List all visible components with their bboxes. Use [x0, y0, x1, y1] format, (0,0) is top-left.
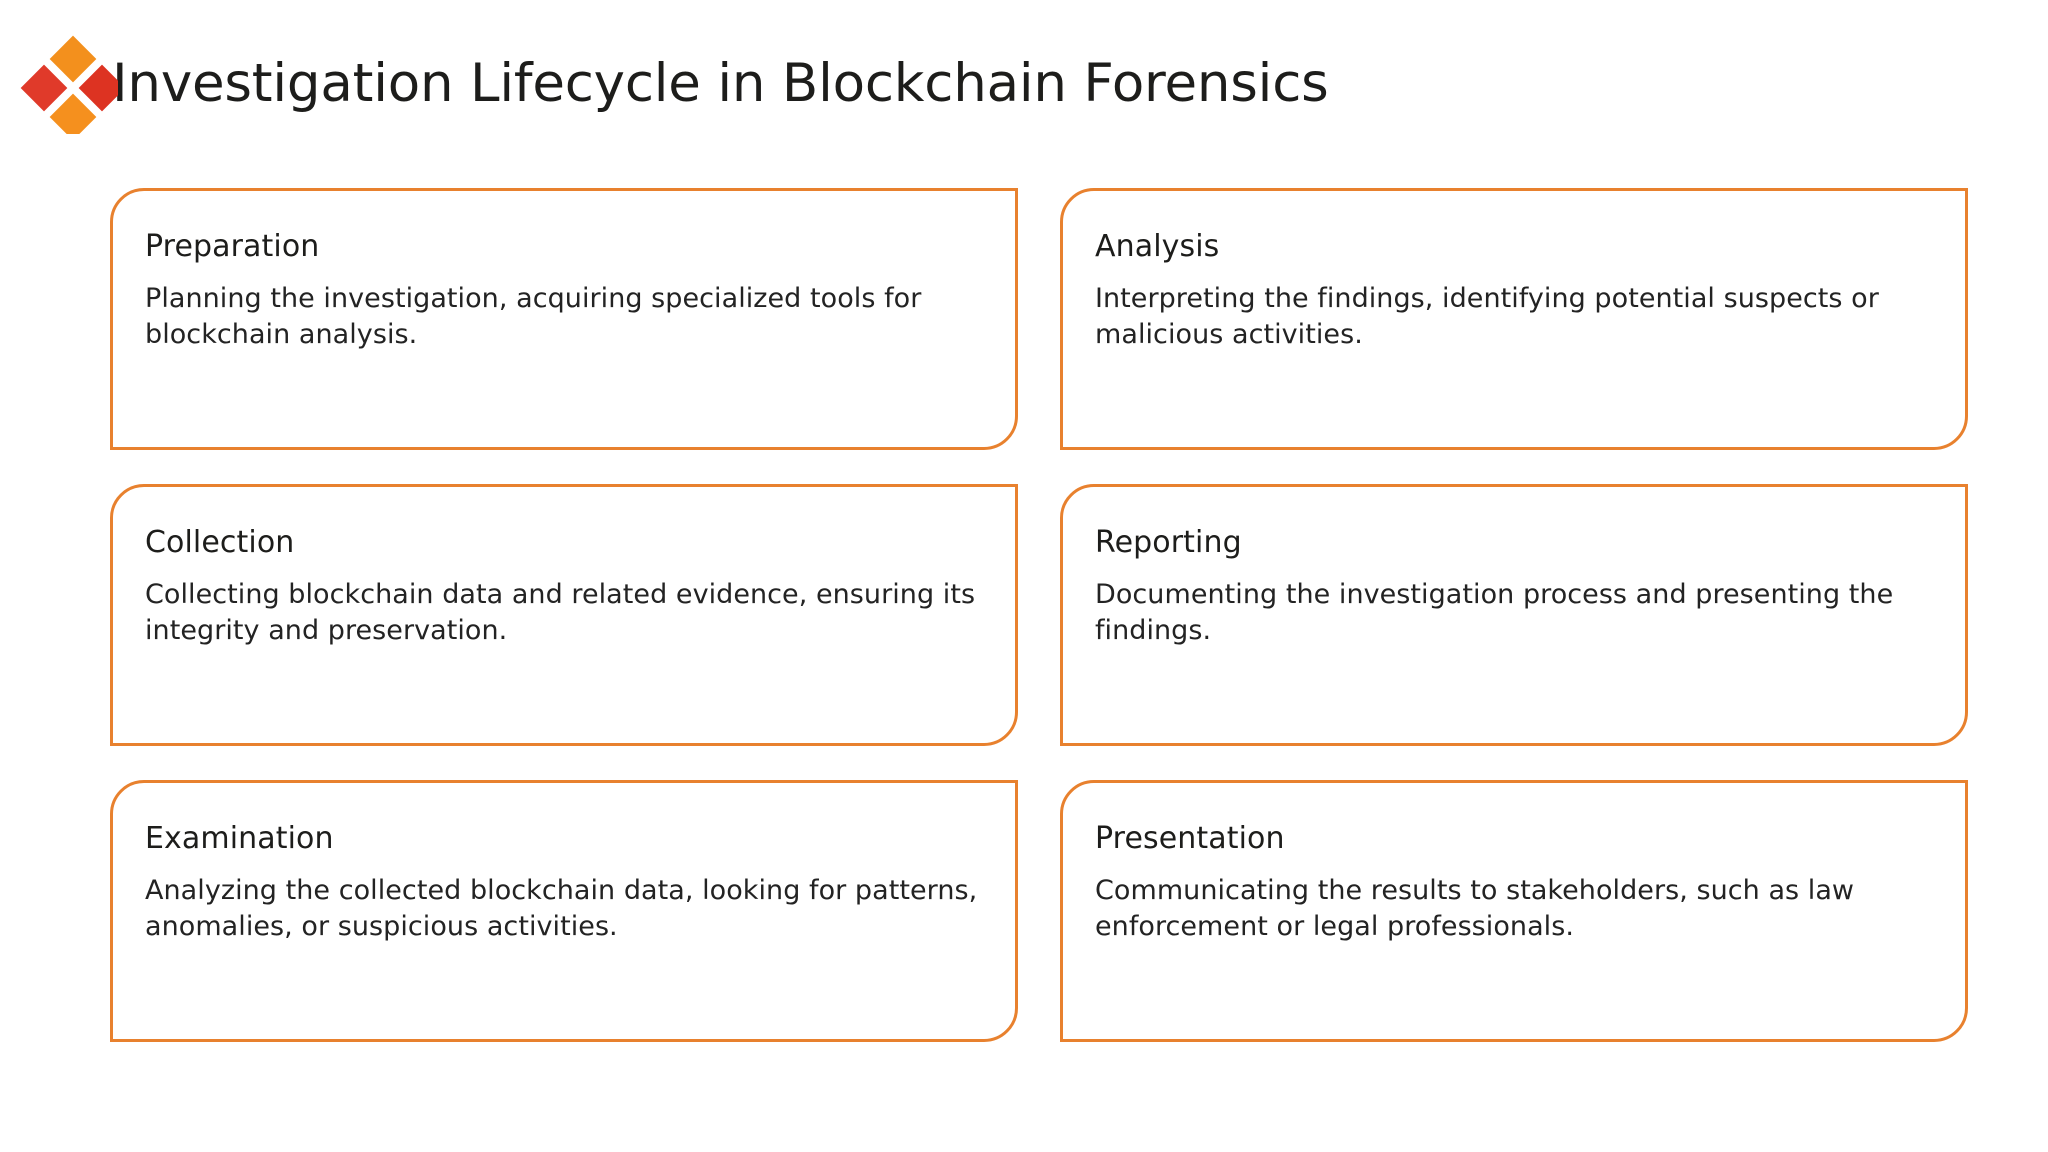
diamond-cluster-logo — [18, 34, 118, 134]
card-description: Interpreting the findings, identifying p… — [1095, 283, 1879, 350]
card-title: Examination — [145, 821, 334, 856]
card-title: Collection — [145, 525, 295, 560]
card-description: Documenting the investigation process an… — [1095, 579, 1894, 646]
slide-header: Investigation Lifecycle in Blockchain Fo… — [0, 28, 1329, 140]
lifecycle-card-grid: Preparation Planning the investigation, … — [110, 188, 1968, 1042]
lifecycle-card-examination[interactable]: Examination Analyzing the collected bloc… — [110, 780, 1018, 1042]
lifecycle-card-reporting[interactable]: Reporting Documenting the investigation … — [1060, 484, 1968, 746]
card-description: Planning the investigation, acquiring sp… — [145, 283, 922, 350]
lifecycle-card-presentation[interactable]: Presentation Communicating the results t… — [1060, 780, 1968, 1042]
diamond-cluster-icon — [20, 35, 118, 134]
lifecycle-card-analysis[interactable]: Analysis Interpreting the findings, iden… — [1060, 188, 1968, 450]
card-description: Collecting blockchain data and related e… — [145, 579, 976, 646]
card-title: Reporting — [1095, 525, 1242, 560]
lifecycle-card-preparation[interactable]: Preparation Planning the investigation, … — [110, 188, 1018, 450]
card-title: Presentation — [1095, 821, 1285, 856]
page-title: Investigation Lifecycle in Blockchain Fo… — [112, 53, 1329, 115]
card-title: Preparation — [145, 229, 320, 264]
card-description: Analyzing the collected blockchain data,… — [145, 875, 978, 942]
card-description: Communicating the results to stakeholder… — [1095, 875, 1855, 942]
card-title: Analysis — [1095, 229, 1220, 264]
lifecycle-card-collection[interactable]: Collection Collecting blockchain data an… — [110, 484, 1018, 746]
